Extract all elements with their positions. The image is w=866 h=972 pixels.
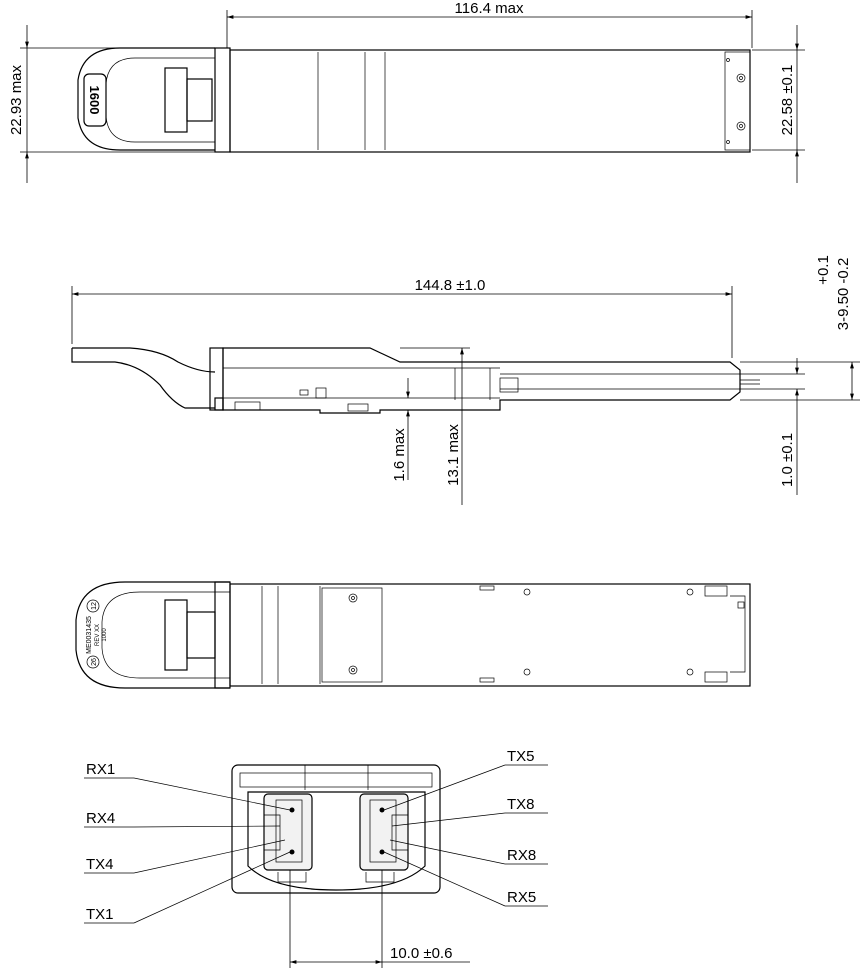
tab-marking-box xyxy=(83,73,107,127)
front-dimensions: 10.0 ±0.6 xyxy=(289,870,470,968)
top-pull-tab xyxy=(77,47,215,151)
left-port xyxy=(263,793,313,871)
port-label-tx5: TX5 xyxy=(507,748,535,765)
dim-top-length: 116.4 max xyxy=(455,0,524,17)
bottom-view: ME0031435 REV XX 1000 12 26 xyxy=(75,581,751,689)
label-line1: ME0031435 xyxy=(86,616,93,654)
port-label-rx1: RX1 xyxy=(86,761,115,778)
label-line3: 1000 xyxy=(102,628,108,642)
top-latch-block xyxy=(164,67,188,133)
side-dimensions: 144.8 ±1.0 13.1 max 1.6 max +0.1 3-9.50 … xyxy=(71,255,860,505)
port-label-tx4: TX4 xyxy=(86,856,114,873)
dim-side-clip-tol: +0.1 xyxy=(815,255,832,285)
top-module-body xyxy=(229,49,751,153)
top-view: 1600 xyxy=(77,47,751,153)
bottom-pull-tab xyxy=(75,581,230,689)
port-labels: RX1 RX4 TX4 TX1 TX5 TX8 RX8 RX5 xyxy=(86,748,536,923)
tab-marking: 1600 xyxy=(87,86,102,115)
port-label-rx5: RX5 xyxy=(507,889,536,906)
dim-top-tab-width: 22.93 max xyxy=(8,64,25,135)
side-view xyxy=(71,347,760,414)
front-view xyxy=(231,764,441,894)
right-port xyxy=(359,793,409,871)
dim-side-small-height: 1.6 max xyxy=(391,428,408,482)
port-label-tx1: TX1 xyxy=(86,906,114,923)
label-circle-left: 26 xyxy=(91,658,98,666)
port-leaders xyxy=(84,764,548,924)
dim-side-height: 13.1 max xyxy=(445,424,462,486)
side-pull-tab xyxy=(71,347,216,409)
label-line2: REV XX xyxy=(95,624,101,646)
dim-side-clip-value: 3-9.50 -0.2 xyxy=(835,258,852,331)
top-dimensions: 116.4 max 22.93 max 22.58 ±0.1 xyxy=(8,0,805,183)
port-label-tx8: TX8 xyxy=(507,796,535,813)
top-latch-neck xyxy=(186,78,213,122)
dim-front-spacing: 10.0 ±0.6 xyxy=(390,945,452,962)
dim-side-length: 144.8 ±1.0 xyxy=(415,277,486,294)
bottom-module-body xyxy=(229,583,751,687)
front-outline xyxy=(231,764,441,894)
label-circle-right: 12 xyxy=(91,602,98,610)
side-module-body xyxy=(222,347,741,414)
dim-side-pcb: 1.0 ±0.1 xyxy=(779,433,796,487)
dim-top-body-width: 22.58 ±0.1 xyxy=(779,65,796,136)
port-label-rx8: RX8 xyxy=(507,847,536,864)
port-label-rx4: RX4 xyxy=(86,810,115,827)
